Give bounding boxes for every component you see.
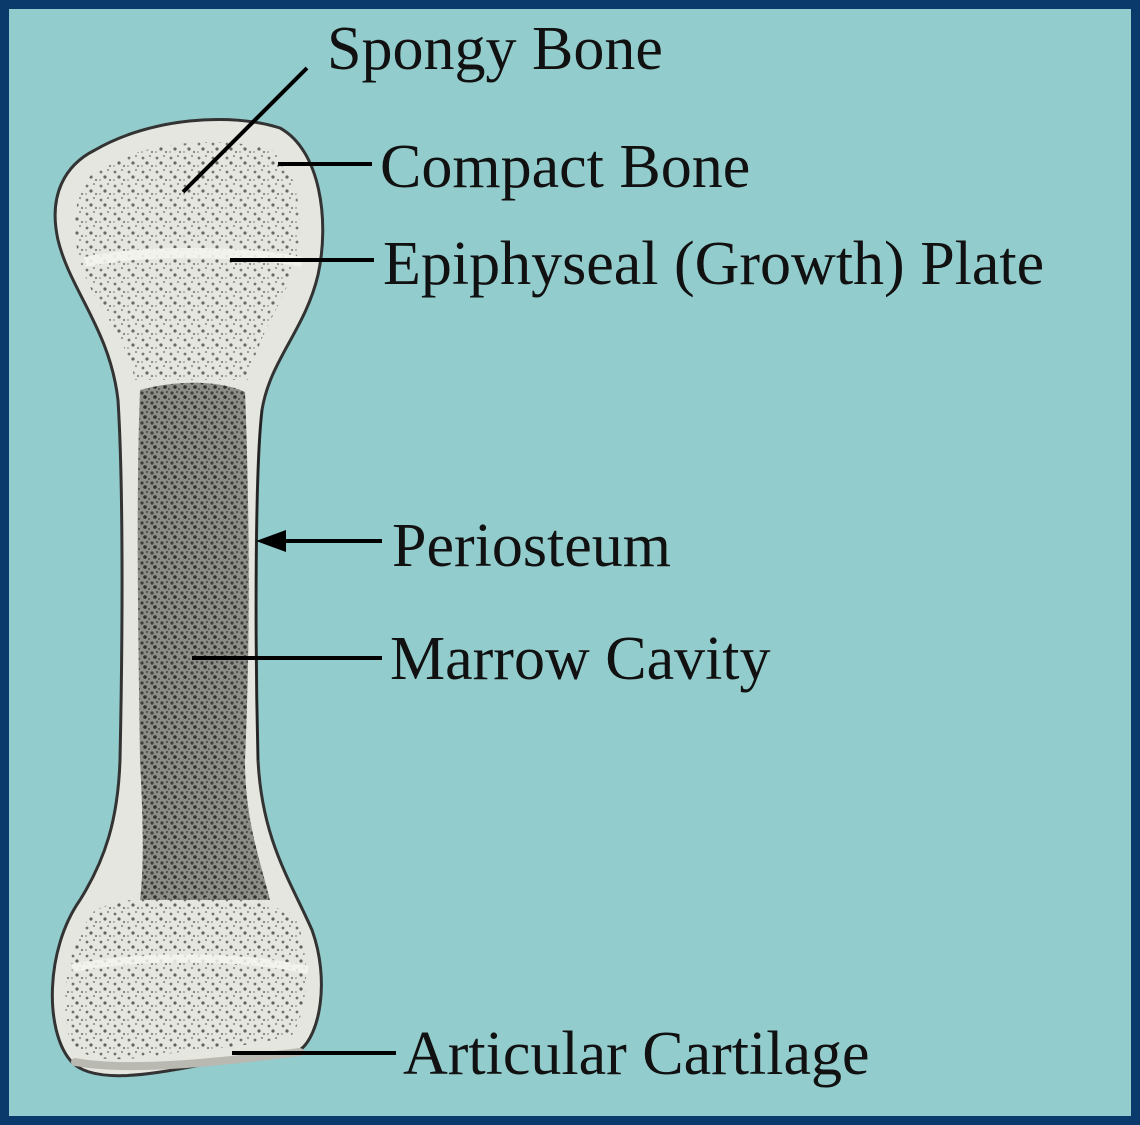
label-epiphyseal-plate: Epiphyseal (Growth) Plate [383,233,1044,295]
label-marrow-cavity: Marrow Cavity [390,628,771,690]
label-periosteum: Periosteum [392,515,671,577]
spongy-bone-bottom [65,896,306,1060]
periosteum-arrowhead [256,530,286,552]
label-articular-cartilage: Articular Cartilage [403,1023,870,1085]
label-compact-bone: Compact Bone [380,136,750,198]
label-spongy-bone: Spongy Bone [327,18,663,80]
